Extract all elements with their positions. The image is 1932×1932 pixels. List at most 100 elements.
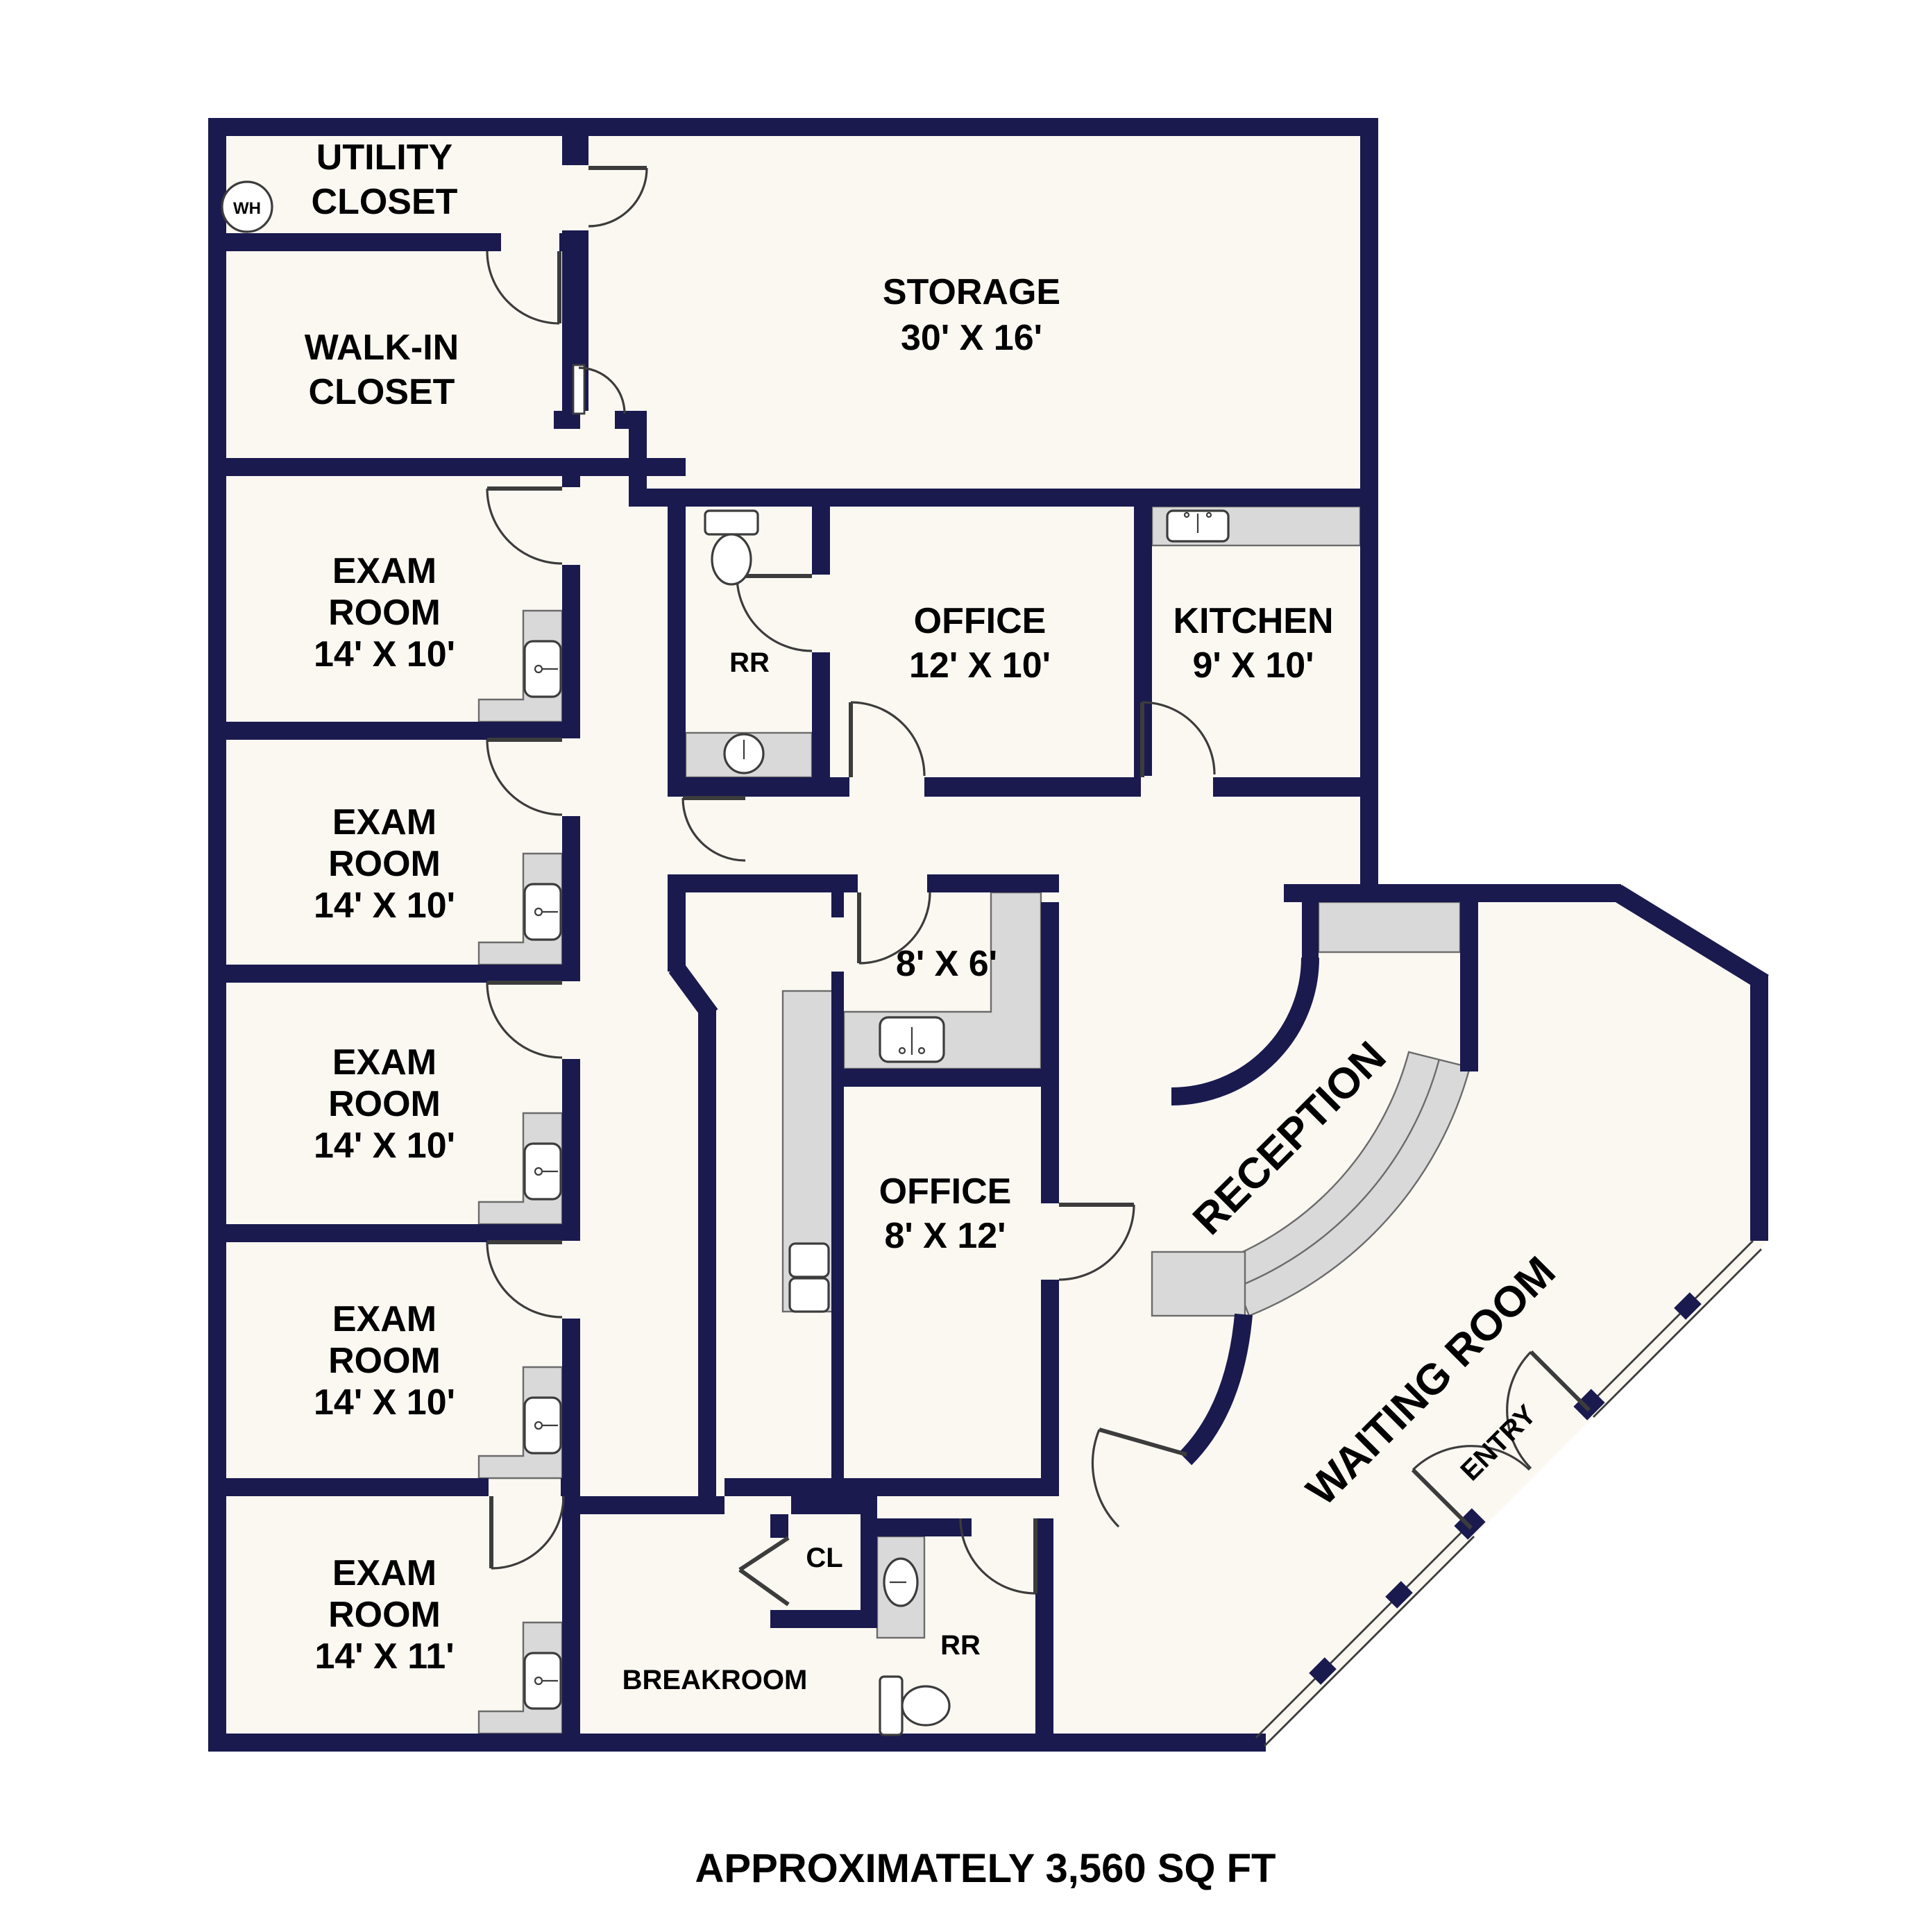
toilet-tank [879, 1675, 904, 1736]
window-mullion [1573, 1389, 1605, 1421]
wall-segment [812, 651, 830, 797]
wall-segment [686, 777, 849, 797]
walk-in-closet-label: CLOSET [309, 372, 455, 412]
door-swing [858, 892, 931, 965]
door-gap [1141, 776, 1213, 798]
curved-wall [1171, 957, 1319, 1105]
closet-label: CL [806, 1543, 842, 1573]
door-swing [588, 167, 648, 228]
wall-segment [1284, 884, 1621, 902]
wall-segment [668, 507, 686, 797]
doors [486, 165, 1216, 1607]
wall-segment [927, 874, 1059, 892]
window-glass [1593, 1248, 1762, 1418]
curved-wall [1178, 1313, 1253, 1466]
wall-segment [668, 892, 686, 972]
sink-drain [534, 1167, 543, 1176]
breakroom-label: BREAKROOM [622, 1665, 808, 1695]
wall-segment [208, 1478, 489, 1496]
exam-room-2-label: ROOM [328, 844, 441, 884]
wall-segment [208, 1734, 1266, 1752]
exam-room-5-label: 14' X 11' [314, 1636, 454, 1677]
lab-double-sink [788, 1242, 830, 1278]
wall-segment [812, 507, 830, 576]
door-swing [1142, 701, 1216, 775]
storage-label: 30' X 16' [901, 318, 1042, 358]
office-upper-label: OFFICE [914, 601, 1046, 641]
reception-desk-ledge [1237, 1058, 1441, 1288]
sink-drain [534, 1676, 543, 1686]
window-mullion [1674, 1292, 1702, 1320]
door-swing [491, 1495, 565, 1570]
door-gap [559, 165, 591, 230]
door-swing [486, 251, 560, 325]
exam1-sink [523, 640, 562, 698]
water-heater-icon [221, 180, 273, 233]
wall-segment [668, 874, 858, 892]
exam-room-4-label: EXAM [332, 1299, 437, 1339]
door-gap [561, 738, 582, 816]
sink-drain [534, 907, 543, 917]
room-8x6-label: 8' X 6' [896, 944, 997, 984]
exam-room-2-label: EXAM [332, 802, 437, 842]
toilet-tank [704, 509, 759, 536]
door-swing [959, 1518, 1036, 1595]
door-gap [849, 776, 924, 798]
door-leaf [572, 364, 586, 415]
wall-segment [1460, 902, 1478, 1071]
door-gap [561, 487, 582, 565]
wall-segment [208, 965, 580, 983]
exam4-sink [523, 1396, 562, 1455]
footer-note: APPROXIMATELY 3,560 SQ FT [695, 1846, 1276, 1891]
kitchen-label: KITCHEN [1173, 601, 1333, 641]
sink-handle [1183, 511, 1190, 518]
wall-segment [831, 972, 844, 1069]
exam-room-3-label: EXAM [332, 1042, 437, 1083]
door-swing [1058, 1204, 1135, 1281]
sink-handle [1205, 511, 1212, 518]
storage-label: STORAGE [883, 272, 1060, 312]
entry-door-swing [1506, 1350, 1532, 1470]
sink-drain [534, 1421, 543, 1430]
exam3-sink [523, 1142, 562, 1201]
reception-desk-return [1151, 1251, 1246, 1317]
wall-segment [1035, 1518, 1053, 1752]
wall-segment [561, 1478, 580, 1496]
wall-segment [698, 1008, 716, 1496]
exam-room-4-label: ROOM [328, 1341, 441, 1381]
wall-segment [562, 564, 580, 740]
door-swing [850, 701, 926, 777]
utility-closet-label: CLOSET [312, 182, 458, 222]
wall-segment [791, 1496, 877, 1514]
wall-segment [724, 1478, 1059, 1496]
door-swing [736, 575, 813, 652]
restroom-upper-label: RR [729, 647, 770, 678]
door-swing [1091, 1429, 1120, 1528]
wall-segment [629, 489, 1378, 507]
reception-pass-counter [1317, 901, 1461, 954]
exam-room-3-label: ROOM [328, 1084, 441, 1124]
wall-segment [1360, 118, 1378, 902]
wall-segment [1213, 777, 1360, 797]
walk-in-closet-label: WALK-IN [305, 328, 459, 368]
door-gap [561, 1241, 582, 1319]
door-swing [578, 366, 626, 414]
wall-segment [562, 815, 580, 983]
storefront [1255, 1240, 1762, 1747]
door-swing [486, 982, 563, 1059]
door-swing [681, 797, 746, 862]
exam-room-5-label: EXAM [332, 1553, 437, 1593]
wall-segment [580, 1496, 724, 1514]
wall-segment [562, 1317, 580, 1478]
kitchen-label: 9' X 10' [1192, 645, 1314, 686]
closet-bifold-leaf [738, 1568, 790, 1607]
window-mullion [1309, 1657, 1337, 1685]
office-upper-label: 12' X 10' [909, 645, 1051, 686]
window-mullion [1385, 1581, 1413, 1609]
lab-double-sink [788, 1277, 830, 1313]
exam-room-4-label: 14' X 10' [314, 1382, 455, 1423]
wall-segment [1041, 902, 1059, 1203]
office-lower-label: 8' X 12' [884, 1216, 1006, 1256]
water-heater-label: WH [233, 199, 261, 218]
